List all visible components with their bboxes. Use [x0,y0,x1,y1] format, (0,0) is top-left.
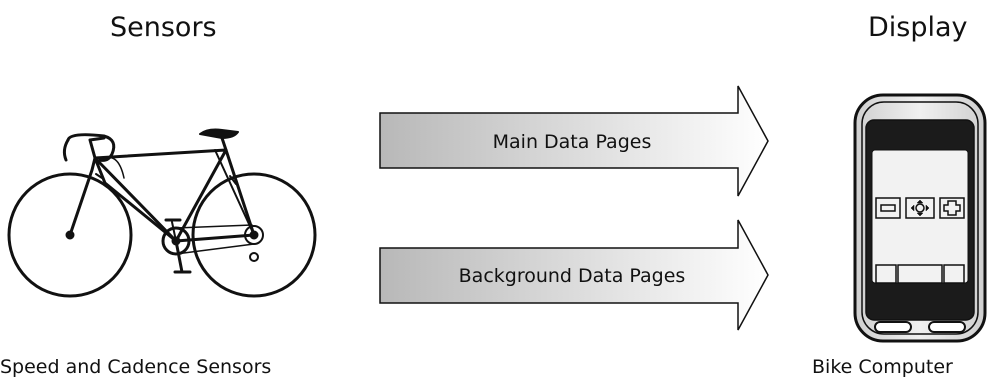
main-data-arrow-shape [379,85,769,197]
display-caption: Bike Computer [812,356,953,378]
main-data-arrow-label: Main Data Pages [493,131,652,153]
hardware-button-right [928,321,966,333]
soft-key-center [897,264,943,284]
soft-key-left [875,264,897,284]
background-data-arrow: Background Data Pages [379,219,769,331]
handlebars [66,133,116,162]
background-data-arrow-shape [379,219,769,331]
bicycle-icon [7,128,317,298]
minus-button-icon [875,197,901,219]
bike-computer-icon [853,93,987,343]
sensors-heading: Sensors [110,12,217,43]
front-wheel [7,172,133,298]
chain [175,224,255,255]
hardware-button-left [874,321,912,333]
main-data-arrow: Main Data Pages [379,85,769,197]
saddle [199,128,239,139]
rear-wheel [191,172,317,298]
navigation-button-icon [905,197,935,219]
bike-frame [93,148,228,243]
soft-key-right [943,264,965,284]
background-data-arrow-label: Background Data Pages [459,265,686,287]
sensor-caption: Speed and Cadence Sensors [0,356,272,378]
display-heading: Display [868,12,968,43]
plus-button-icon [939,197,965,219]
